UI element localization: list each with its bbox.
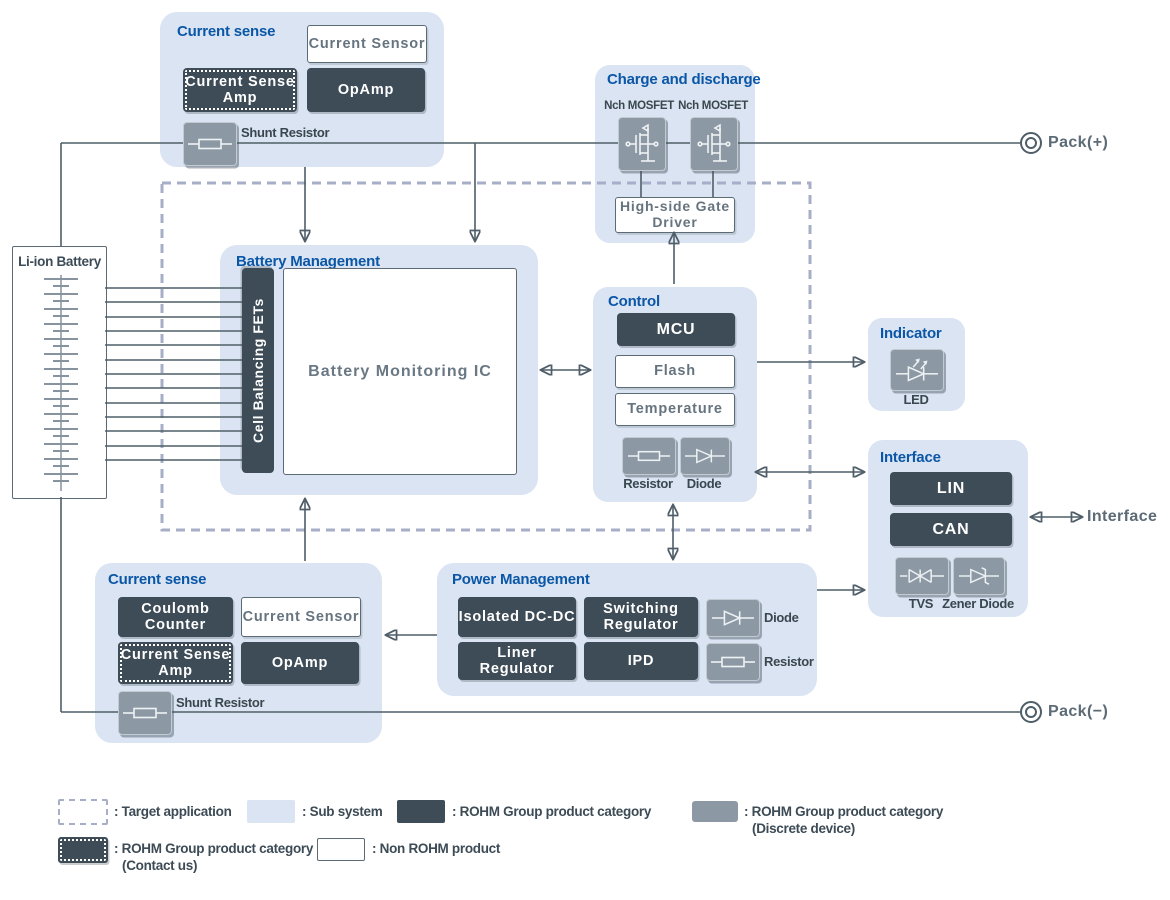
label-diode: Diode bbox=[764, 610, 799, 625]
chip-zener-diode[interactable] bbox=[953, 557, 1005, 595]
block-title: Current sense bbox=[108, 571, 207, 588]
box-flash: Flash bbox=[615, 355, 735, 388]
resistor-icon bbox=[188, 138, 232, 150]
label-resistor: Resistor bbox=[764, 654, 814, 669]
chip-diode[interactable] bbox=[706, 599, 760, 637]
terminal-pack-plus bbox=[1020, 132, 1042, 154]
box-current-sensor: Current Sensor bbox=[307, 25, 427, 63]
legend-swatch-sub-system bbox=[247, 800, 295, 823]
battery-cells-icon bbox=[44, 275, 78, 491]
diode-icon bbox=[712, 610, 754, 626]
box-lin[interactable]: LIN bbox=[890, 472, 1012, 505]
box-switching-regulator[interactable]: Switching Regulator bbox=[584, 597, 698, 637]
label-nch-mosfet-left: Nch MOSFET bbox=[604, 100, 674, 112]
box-mcu[interactable]: MCU bbox=[617, 313, 735, 346]
label-shunt-resistor: Shunt Resistor bbox=[176, 695, 265, 710]
battery-title: Li-ion Battery bbox=[18, 254, 101, 269]
box-coulomb-counter[interactable]: Coulomb Counter bbox=[118, 597, 233, 637]
block-control: Control MCU Flash Temperature Resistor D… bbox=[593, 287, 757, 502]
diode-icon bbox=[685, 448, 725, 464]
box-liner-regulator[interactable]: Liner Regulator bbox=[458, 642, 576, 680]
block-power-management: Power Management Isolated DC-DC Switchin… bbox=[437, 563, 817, 696]
label-nch-mosfet-right: Nch MOSFET bbox=[678, 100, 748, 112]
block-charge-and-discharge: Charge and discharge Nch MOSFET Nch MOSF… bbox=[595, 65, 761, 243]
label-interface-external: Interface bbox=[1087, 508, 1158, 525]
nch-mosfet-icon bbox=[625, 123, 659, 162]
box-battery-monitoring-ic: Battery Monitoring IC bbox=[283, 268, 517, 475]
chip-resistor[interactable] bbox=[706, 643, 760, 681]
chip-resistor[interactable] bbox=[622, 437, 676, 475]
legend-label-target-application: : Target application bbox=[114, 804, 232, 819]
box-current-sensor: Current Sensor bbox=[241, 597, 361, 637]
zener-diode-icon bbox=[959, 567, 999, 585]
block-li-ion-battery: Li-ion Battery bbox=[12, 246, 107, 499]
legend-label-rohm-discrete-2: (Discrete device) bbox=[752, 821, 855, 836]
resistor-icon bbox=[711, 656, 755, 668]
legend-label-sub-system: : Sub system bbox=[302, 804, 383, 819]
box-high-side-gate-driver: High-side Gate Driver bbox=[615, 197, 735, 233]
box-opamp[interactable]: OpAmp bbox=[241, 642, 359, 684]
box-cell-balancing-fets[interactable]: Cell Balancing FETs bbox=[242, 268, 274, 473]
legend-swatch-rohm-contact bbox=[58, 837, 108, 863]
box-current-sense-amp[interactable]: Current Sense Amp bbox=[183, 68, 297, 112]
block-title: Power Management bbox=[452, 571, 590, 588]
label-tvs: TVS bbox=[908, 596, 934, 611]
chip-tvs[interactable] bbox=[895, 557, 949, 595]
led-icon bbox=[896, 358, 938, 382]
legend-label-rohm-discrete-1: : ROHM Group product category bbox=[744, 804, 944, 819]
label-diode: Diode bbox=[686, 476, 722, 491]
chip-shunt-resistor[interactable] bbox=[118, 691, 172, 735]
tvs-icon bbox=[900, 568, 944, 584]
box-isolated-dcdc[interactable]: Isolated DC-DC bbox=[458, 597, 576, 637]
block-title: Interface bbox=[880, 449, 941, 466]
label-led: LED bbox=[903, 392, 929, 407]
box-opamp[interactable]: OpAmp bbox=[307, 68, 425, 112]
block-interface: Interface LIN CAN TVS Zener Diode bbox=[868, 440, 1028, 617]
resistor-icon bbox=[628, 450, 670, 462]
block-title: Current sense bbox=[177, 23, 276, 40]
block-current-sense-top: Current sense Current Sensor Current Sen… bbox=[160, 12, 444, 167]
block-title: Charge and discharge bbox=[607, 71, 761, 88]
block-title: Control bbox=[608, 293, 660, 310]
box-current-sense-amp[interactable]: Current Sense Amp bbox=[118, 642, 233, 684]
legend-label-rohm-product: : ROHM Group product category bbox=[452, 804, 652, 819]
box-can[interactable]: CAN bbox=[890, 513, 1012, 546]
legend-swatch-non-rohm bbox=[317, 838, 365, 861]
block-title: Indicator bbox=[880, 325, 942, 342]
chip-led[interactable] bbox=[890, 349, 944, 391]
legend-label-rohm-contact-2: (Contact us) bbox=[122, 858, 198, 873]
label-resistor: Resistor bbox=[623, 476, 673, 491]
legend-swatch-rohm-discrete bbox=[692, 801, 738, 822]
block-battery-management: Battery Management Cell Balancing FETs B… bbox=[220, 245, 538, 495]
legend-swatch-rohm-product bbox=[397, 800, 445, 823]
nch-mosfet-icon bbox=[697, 123, 731, 162]
label-shunt-resistor: Shunt Resistor bbox=[241, 125, 330, 140]
legend-label-rohm-contact-1: : ROHM Group product category bbox=[114, 841, 314, 856]
box-temperature: Temperature bbox=[615, 393, 735, 426]
label-zener-diode: Zener Diode bbox=[942, 596, 1014, 611]
label-pack-plus: Pack(+) bbox=[1048, 134, 1109, 151]
chip-mosfet-left[interactable] bbox=[618, 117, 666, 171]
legend-swatch-target-application bbox=[58, 799, 108, 825]
chip-shunt-resistor[interactable] bbox=[183, 122, 237, 166]
chip-mosfet-right[interactable] bbox=[690, 117, 738, 171]
block-indicator: Indicator LED bbox=[868, 318, 965, 411]
resistor-icon bbox=[123, 707, 167, 719]
chip-diode[interactable] bbox=[680, 437, 730, 475]
terminal-pack-minus bbox=[1020, 701, 1042, 723]
label-pack-minus: Pack(−) bbox=[1048, 703, 1109, 720]
box-ipd[interactable]: IPD bbox=[584, 642, 698, 680]
block-current-sense-bottom: Current sense Coulomb Counter Current Se… bbox=[95, 563, 382, 743]
legend-label-non-rohm: : Non ROHM product bbox=[372, 841, 501, 856]
